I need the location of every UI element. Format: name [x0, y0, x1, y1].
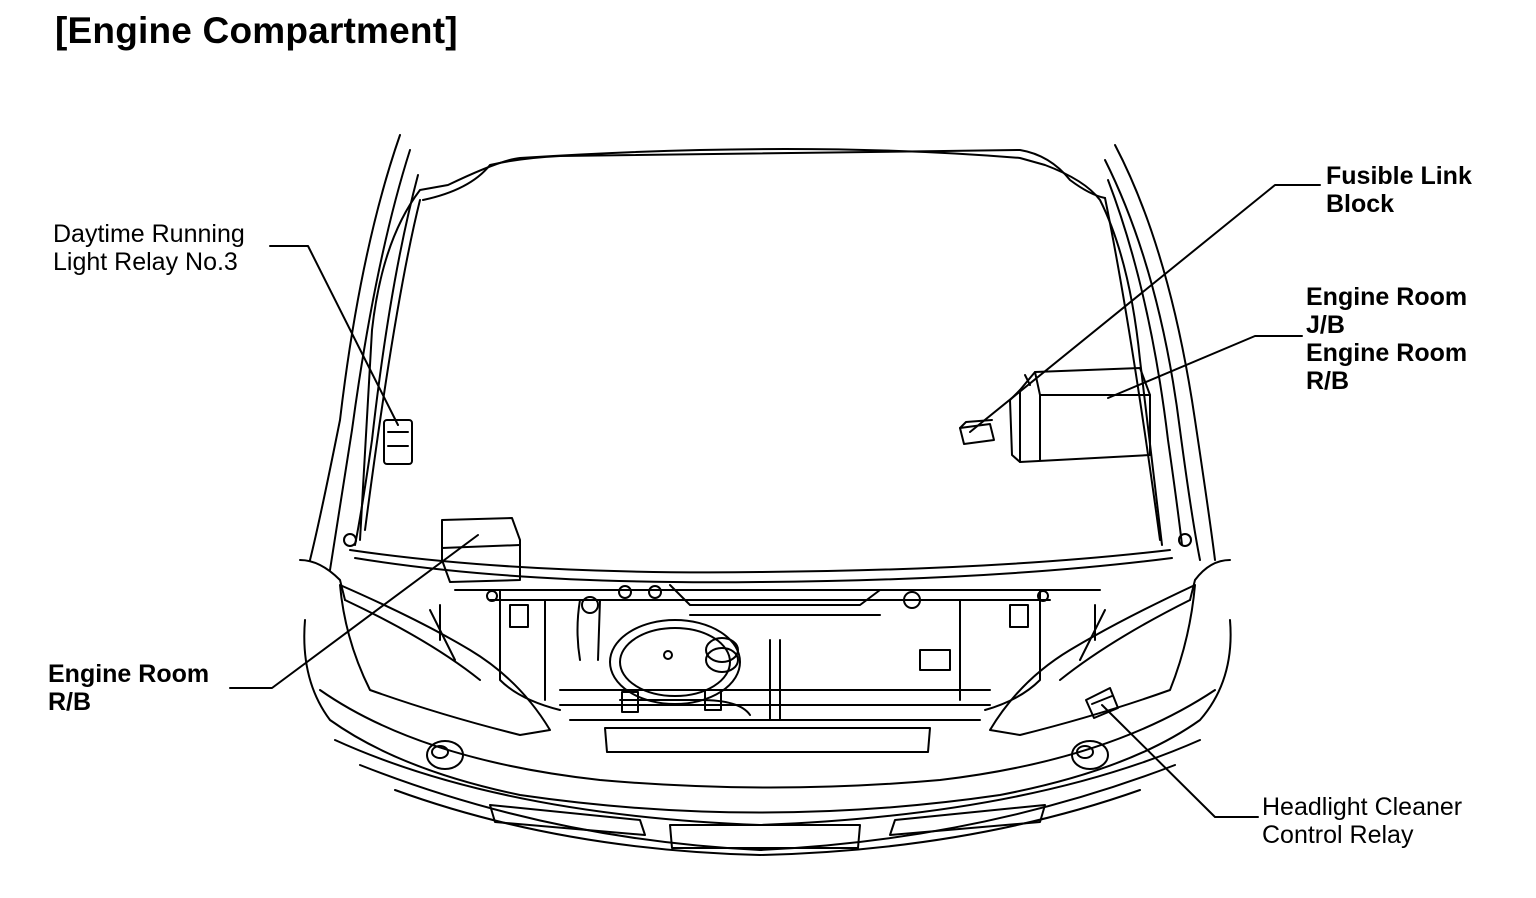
drl-relay-leader	[269, 245, 399, 426]
engine-room-rb-left-leader	[229, 534, 479, 689]
engine-room-rb-left-line1: Engine Room	[48, 660, 210, 688]
fusible-link-component	[959, 419, 995, 445]
engine-room-rb-label-line2: R/B	[1306, 367, 1350, 395]
fusible-link-label-line1: Fusible Link	[1326, 162, 1472, 190]
engine-room-jb-label-line1: Engine Room	[1306, 283, 1468, 311]
drl-relay-label: Daytime Running Light Relay No.3	[53, 220, 245, 276]
engine-room-rb-label-line1: Engine Room	[1306, 339, 1468, 367]
headlight-cleaner-relay-component	[1085, 687, 1119, 719]
hood-outline	[349, 148, 1173, 584]
engine-room-jb-leader	[1107, 335, 1303, 399]
engine-room-jb-label-line2: J/B	[1306, 311, 1345, 339]
headlight-cleaner-label: Headlight Cleaner Control Relay	[1262, 793, 1462, 849]
diagram-title: [Engine Compartment]	[55, 10, 458, 51]
engine-room-rb-left-component	[441, 517, 521, 583]
engine-room-rb-left-label: Engine Room R/B	[48, 660, 209, 716]
fusible-link-label-line2: Block	[1326, 190, 1395, 218]
leader-lines	[229, 184, 1321, 818]
fender-lines	[299, 134, 1231, 601]
engine-bay	[343, 533, 1192, 721]
headlight-cleaner-line2: Control Relay	[1262, 821, 1414, 849]
fusible-link-label: Fusible Link Block	[1326, 162, 1472, 218]
fusible-link-leader	[969, 184, 1321, 433]
drl-relay-label-line2: Light Relay No.3	[53, 248, 238, 276]
fog-lamps	[426, 740, 1109, 770]
headlight-cleaner-line1: Headlight Cleaner	[1262, 793, 1463, 821]
engine-room-jb-rb-label: Engine Room J/B Engine Room R/B	[1306, 283, 1467, 395]
drl-relay-label-line1: Daytime Running	[53, 220, 245, 248]
drl-relay-component	[383, 419, 413, 465]
front-bumper	[303, 619, 1232, 856]
headlamps	[339, 584, 1196, 736]
headlight-cleaner-leader	[1101, 704, 1259, 818]
engine-room-rb-left-line2: R/B	[48, 688, 92, 716]
